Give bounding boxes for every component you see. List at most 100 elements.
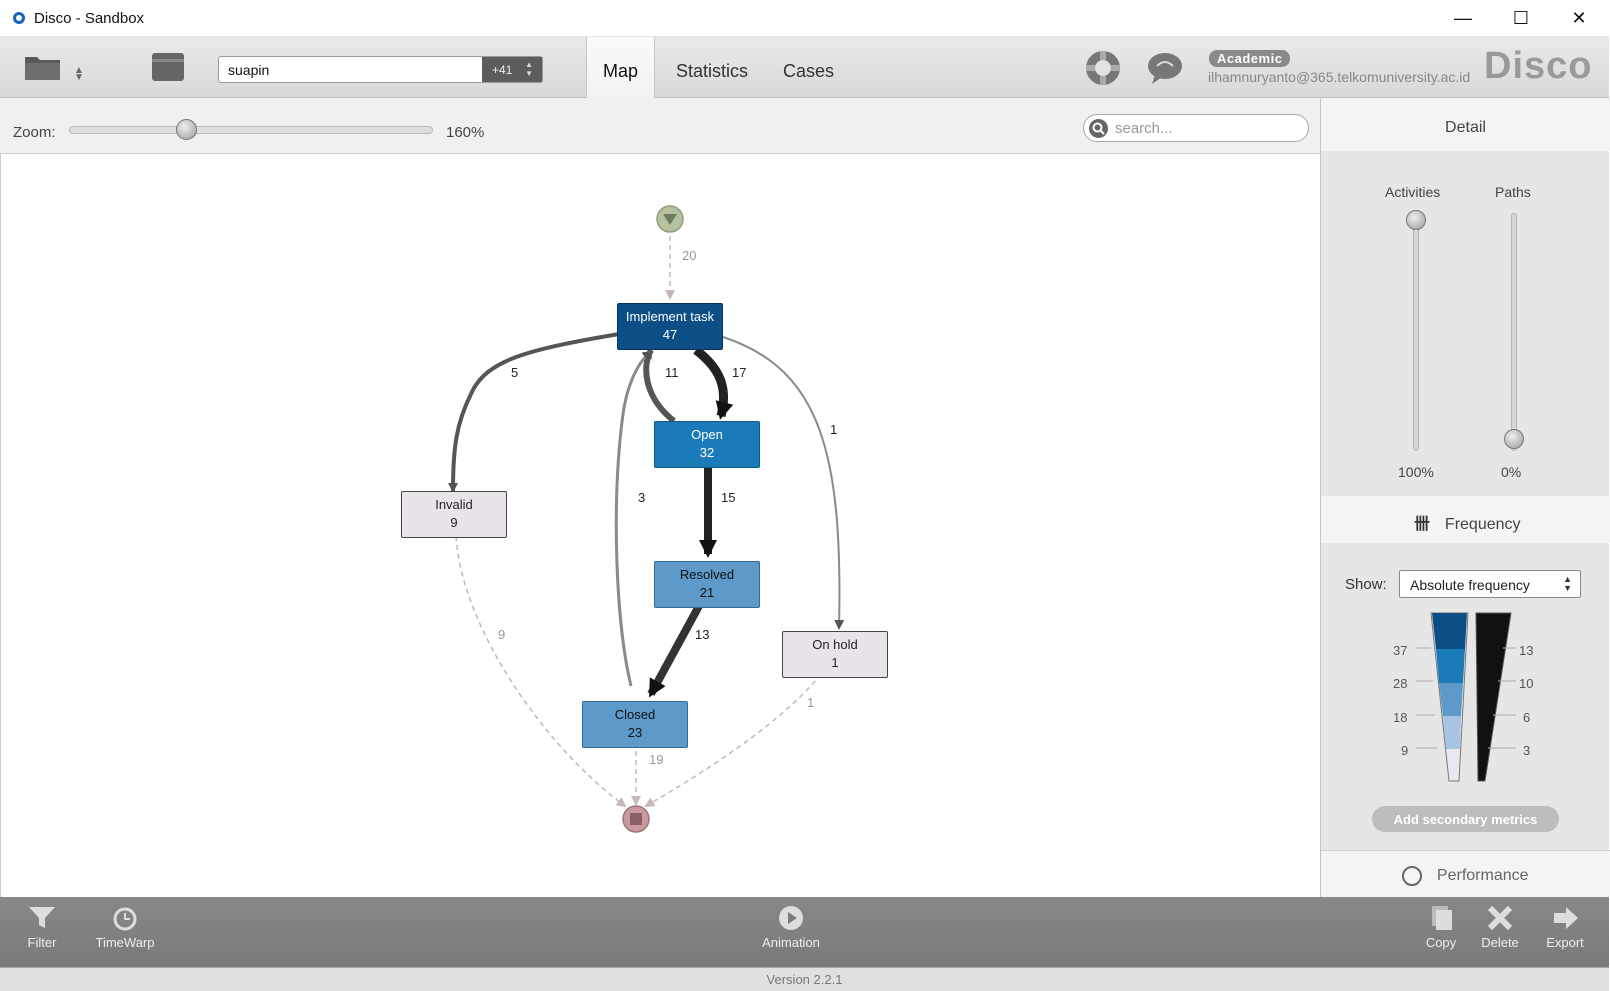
log-count-stepper[interactable]: +41 ▲▼ bbox=[482, 57, 542, 82]
copy-label: Copy bbox=[1425, 935, 1457, 950]
dropdown-arrows-icon: ▲▼ bbox=[1563, 574, 1572, 593]
zoom-slider[interactable] bbox=[69, 126, 433, 134]
activity-resolved[interactable]: Resolved 21 bbox=[654, 561, 760, 608]
open-folder-icon[interactable] bbox=[24, 53, 62, 81]
process-map-edges bbox=[448, 205, 845, 833]
frequency-label: Frequency bbox=[1444, 516, 1521, 533]
path-scale-label: 3 bbox=[1523, 743, 1531, 758]
activity-scale-label: 18 bbox=[1393, 710, 1408, 725]
project-database-icon[interactable] bbox=[150, 51, 186, 83]
edge-resolved-closed bbox=[647, 604, 703, 698]
search-box[interactable] bbox=[1083, 114, 1309, 142]
timewarp-label: TimeWarp bbox=[95, 935, 155, 950]
activity-name: Invalid bbox=[435, 497, 473, 512]
edge-label-start-implement: 20 bbox=[682, 248, 697, 263]
activity-scale-label: 28 bbox=[1393, 676, 1408, 691]
edge-onhold-end bbox=[644, 673, 822, 808]
paths-slider[interactable] bbox=[1511, 213, 1517, 451]
zoom-slider-handle[interactable] bbox=[176, 119, 197, 140]
maximize-button[interactable]: ☐ bbox=[1512, 8, 1530, 28]
activities-slider[interactable] bbox=[1413, 213, 1419, 451]
edge-label-onhold-end: 1 bbox=[807, 695, 815, 710]
activity-name: Open bbox=[691, 427, 723, 442]
tab-cases[interactable]: Cases bbox=[783, 61, 835, 81]
performance-section-header[interactable]: Performance bbox=[1321, 850, 1610, 897]
edge-implement-open bbox=[693, 346, 734, 420]
edge-implement-onhold bbox=[722, 336, 845, 630]
frequency-tally-icon: 卌 bbox=[1413, 516, 1430, 533]
tab-map[interactable]: Map bbox=[586, 37, 655, 99]
close-button[interactable]: ✕ bbox=[1571, 8, 1587, 28]
copy-button[interactable]: Copy bbox=[1424, 905, 1458, 950]
bottom-toolbar: Filter TimeWarp Animation Copy Delete Ex… bbox=[0, 897, 1609, 967]
activities-value: 100% bbox=[1398, 464, 1434, 480]
disco-app-icon bbox=[13, 12, 25, 24]
activity-closed[interactable]: Closed 23 bbox=[582, 701, 688, 748]
edge-label-invalid-end: 9 bbox=[498, 627, 506, 642]
activity-count: 32 bbox=[699, 445, 715, 460]
activity-on-hold[interactable]: On hold 1 bbox=[782, 631, 888, 678]
edge-label-closed-implement: 3 bbox=[638, 490, 646, 505]
process-map-canvas[interactable]: 20 5 11 17 1 3 15 9 13 1 19 Implement ta… bbox=[0, 154, 1320, 897]
tab-statistics[interactable]: Statistics bbox=[676, 61, 749, 81]
export-label: Export bbox=[1546, 935, 1584, 950]
delete-button[interactable]: Delete bbox=[1480, 905, 1520, 950]
main-toolbar: ▲▼ suapin +41 ▲▼ Map Statistics Cases Ac… bbox=[0, 37, 1609, 99]
activity-count: 47 bbox=[662, 327, 678, 342]
play-icon bbox=[779, 906, 803, 930]
edge-label-implement-onhold: 1 bbox=[830, 422, 838, 437]
activity-count: 23 bbox=[627, 725, 643, 740]
search-input[interactable] bbox=[1115, 120, 1300, 137]
activity-name: Resolved bbox=[679, 567, 735, 582]
edge-label-open-resolved: 15 bbox=[721, 490, 736, 505]
animation-label: Animation bbox=[762, 935, 820, 950]
map-controls-bar: Zoom: 160% bbox=[0, 98, 1320, 154]
path-scale-label: 13 bbox=[1519, 643, 1534, 658]
activity-open[interactable]: Open 32 bbox=[654, 421, 760, 468]
minimize-button[interactable]: — bbox=[1454, 8, 1472, 28]
filter-label: Filter bbox=[27, 935, 57, 950]
log-count-value: +41 bbox=[492, 63, 513, 77]
show-label: Show: bbox=[1345, 576, 1387, 593]
performance-label: Performance bbox=[1436, 867, 1529, 885]
show-metric-dropdown[interactable]: Absolute frequency ▲▼ bbox=[1399, 570, 1581, 598]
activity-count: 1 bbox=[831, 655, 839, 670]
edge-label-resolved-closed: 13 bbox=[695, 627, 710, 642]
version-label: Version 2.2.1 bbox=[766, 972, 843, 987]
paths-value: 0% bbox=[1501, 464, 1522, 480]
add-secondary-metrics-button[interactable]: Add secondary metrics bbox=[1372, 806, 1559, 832]
copy-icon bbox=[1432, 906, 1452, 930]
title-bar: Disco - Sandbox — ☐ ✕ bbox=[0, 0, 1609, 37]
edge-implement-invalid bbox=[448, 332, 620, 493]
activity-count: 21 bbox=[699, 585, 715, 600]
filter-button[interactable]: Filter bbox=[26, 905, 58, 950]
detail-header: Detail bbox=[1321, 98, 1610, 151]
help-lifebuoy-icon[interactable] bbox=[1084, 49, 1122, 87]
activity-invalid[interactable]: Invalid 9 bbox=[401, 491, 507, 538]
sort-arrows-icon[interactable]: ▲▼ bbox=[74, 65, 84, 83]
stopwatch-icon bbox=[1402, 866, 1423, 886]
frequency-section-header[interactable]: 卌 Frequency bbox=[1321, 496, 1610, 543]
edge-label-implement-invalid: 5 bbox=[511, 365, 519, 380]
edge-label-open-implement: 11 bbox=[665, 365, 679, 380]
status-bar: Version 2.2.1 bbox=[0, 967, 1609, 991]
export-button[interactable]: Export bbox=[1544, 905, 1586, 950]
edge-open-implement bbox=[642, 348, 676, 424]
stepper-arrows-icon[interactable]: ▲▼ bbox=[525, 60, 533, 78]
activity-scale-label: 37 bbox=[1393, 643, 1408, 658]
paths-slider-handle[interactable] bbox=[1504, 429, 1524, 449]
activity-scale-label: 9 bbox=[1401, 743, 1409, 758]
event-log-selector[interactable]: suapin +41 ▲▼ bbox=[218, 56, 543, 83]
activities-slider-handle[interactable] bbox=[1406, 210, 1426, 230]
edge-label-implement-open: 17 bbox=[732, 365, 747, 380]
timewarp-button[interactable]: TimeWarp bbox=[95, 905, 155, 950]
user-email: ilhamnuryanto@365.telkomuniversity.ac.id bbox=[1208, 69, 1471, 85]
activity-implement-task[interactable]: Implement task 47 bbox=[617, 303, 723, 350]
activity-name: Implement task bbox=[625, 309, 715, 324]
search-icon bbox=[1089, 119, 1108, 138]
delete-x-icon bbox=[1487, 905, 1513, 931]
license-badge: Academic bbox=[1209, 50, 1291, 67]
window-title: Disco - Sandbox bbox=[34, 9, 145, 27]
animation-button[interactable]: Animation bbox=[760, 905, 822, 950]
feedback-chat-icon[interactable] bbox=[1146, 49, 1184, 87]
